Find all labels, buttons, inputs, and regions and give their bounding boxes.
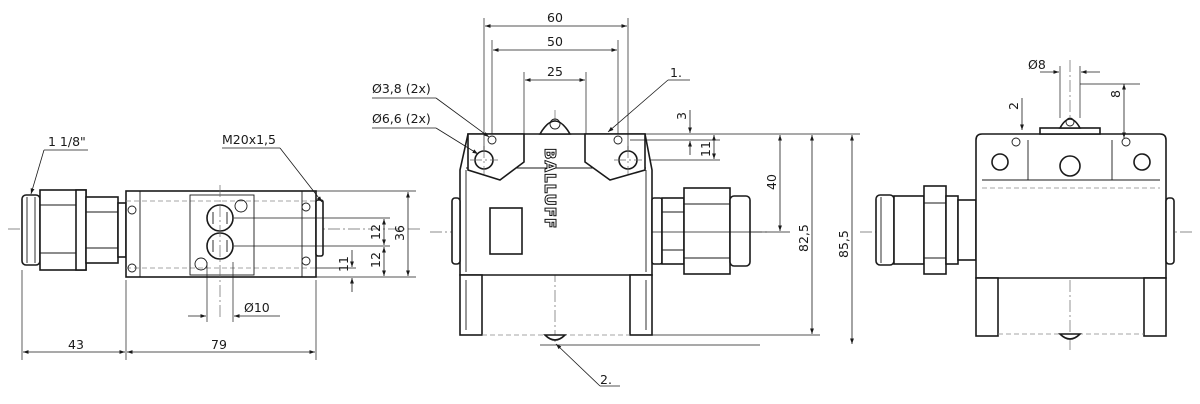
connector-nut-front [683,187,731,275]
actuator-pin [538,120,572,135]
side-view: Ø8 8 2 [860,57,1195,350]
connector-thread-front [661,197,685,265]
side-foot-left [975,277,999,337]
bottom-plug [543,334,567,341]
side-hole-center [1059,155,1081,177]
brand-logo: BALLUFF [541,148,559,229]
housing-side [975,133,1167,279]
hole-large-label: Ø6,6 (2x) [372,111,431,126]
dim-43-label: 43 [68,337,84,352]
housing-top [125,190,317,278]
dim-11-left-label: 11 [336,256,351,272]
dim-11-front-label: 11 [698,141,713,157]
dim-60-label: 60 [547,10,563,25]
cover-plate [189,194,255,276]
dim-85-5-label: 85,5 [836,230,851,258]
dim-36-label: 36 [392,225,407,241]
hole-small-right [613,135,623,145]
side-hole-right [1133,153,1151,171]
label-plate [489,207,523,255]
dim-12-upper-label: 12 [368,224,383,240]
connector-nut-side [923,185,947,275]
connector-cap [21,194,41,266]
dim-25-label: 25 [547,64,563,79]
dim-3-label: 3 [674,112,689,120]
hole-small-label: Ø3,8 (2x) [372,81,431,96]
dim-diameter-10-label: Ø10 [244,300,270,315]
conduit-thread-label: M20x1,5 [222,132,276,147]
side-hole-left [991,153,1009,171]
foot-left [459,274,483,336]
foot-right [629,274,653,336]
thread-size-label: 1 1/8" [48,134,86,149]
front-view: BALLUFF 60 50 25 Ø3,8 (2x) [372,10,860,387]
dim-79-label: 79 [211,337,227,352]
threaded-section [85,196,119,264]
dim-40-label: 40 [764,174,779,190]
dim-12-lower-label: 12 [368,252,383,268]
side-foot-right [1143,277,1167,337]
callout-2: 2. [600,372,612,387]
callout-1: 1. [670,65,682,80]
hole-small-left [487,135,497,145]
dim-82-5-label: 82,5 [796,224,811,252]
dim-50-label: 50 [547,34,563,49]
dim-diameter-8-label: Ø8 [1028,57,1046,72]
dim-2-label: 2 [1006,102,1021,110]
top-view: 43 79 Ø10 1 1/8" M20x1,5 36 12 12 11 [8,132,420,360]
top-ridge [1039,127,1101,135]
dim-8-label: 8 [1108,90,1123,98]
